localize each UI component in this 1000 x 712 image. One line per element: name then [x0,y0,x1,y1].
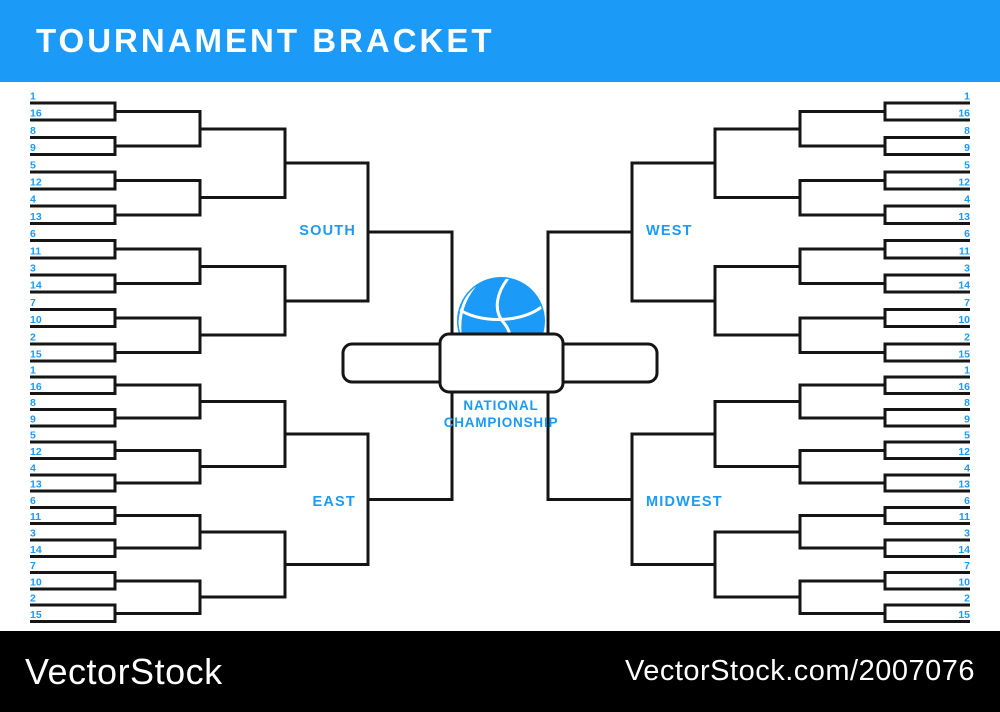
region-label-midwest: MIDWEST [646,494,723,510]
footer-bar: VectorStock VectorStock.com/2007076 [0,631,1000,712]
seed-number: 7 [964,560,970,572]
seed-number: 1 [30,91,36,103]
seed-number: 16 [30,381,42,393]
seed-number: 15 [30,609,42,621]
seed-number: 3 [30,263,36,275]
seed-number: 14 [30,544,42,556]
seed-number: 10 [958,576,970,588]
seed-number: 14 [958,544,970,556]
championship-boxes [341,332,659,394]
seed-number: 8 [964,397,970,409]
seed-number: 6 [964,495,970,507]
seed-number: 5 [964,430,970,442]
seed-number: 3 [964,528,970,540]
seed-number: 1 [964,91,970,103]
championship-label-line2: CHAMPIONSHIP [444,415,559,430]
seed-number: 14 [30,280,42,292]
seed-number: 16 [30,108,42,120]
region-label-east: EAST [313,494,356,510]
seed-number: 1 [30,365,36,377]
seed-number: 7 [964,297,970,309]
seed-number: 15 [30,349,42,361]
seed-number: 6 [30,495,36,507]
seed-number: 9 [964,413,970,425]
seed-number: 15 [958,349,970,361]
seed-number: 3 [964,263,970,275]
bracket-lines [30,101,970,623]
region-label-west: WEST [646,223,693,239]
seed-number: 11 [30,245,41,257]
seed-number: 4 [30,462,36,474]
header-bar: TOURNAMENT BRACKET [0,0,1000,82]
seed-number: 14 [958,280,970,292]
image-credit-url: VectorStock.com/2007076 [624,655,975,687]
championship-label-line1: NATIONAL [463,398,538,413]
champion-slot [438,332,565,394]
seed-number: 12 [958,177,970,189]
seed-number: 6 [30,228,36,240]
seed-number: 2 [964,331,970,343]
seed-number: 13 [30,211,42,223]
seed-numbers: 1168951241361131471021511689512413611314… [30,91,970,622]
seed-number: 11 [959,245,970,257]
seed-number: 16 [958,381,970,393]
seed-number: 2 [30,593,36,605]
seed-number: 12 [958,446,970,458]
seed-number: 5 [30,159,36,171]
seed-number: 9 [30,413,36,425]
seed-number: 2 [30,331,36,343]
seed-number: 7 [30,560,36,572]
seed-number: 2 [964,593,970,605]
page-title: TOURNAMENT BRACKET [36,22,495,59]
seed-number: 5 [964,159,970,171]
seed-number: 10 [30,314,42,326]
seed-number: 11 [959,511,970,523]
seed-number: 8 [30,125,36,137]
seed-number: 4 [964,194,970,206]
seed-number: 3 [30,528,36,540]
region-label-south: SOUTH [299,223,356,239]
seed-number: 4 [964,462,970,474]
seed-number: 15 [958,609,970,621]
seed-number: 12 [30,446,42,458]
seed-number: 8 [964,125,970,137]
seed-number: 12 [30,177,42,189]
seed-number: 9 [964,142,970,154]
seed-number: 10 [30,576,42,588]
seed-number: 8 [30,397,36,409]
seed-number: 4 [30,194,36,206]
seed-number: 5 [30,430,36,442]
brand-logo: VectorStock [25,650,223,692]
seed-number: 13 [958,211,970,223]
seed-number: 7 [30,297,36,309]
seed-number: 13 [30,479,42,491]
seed-number: 6 [964,228,970,240]
seed-number: 16 [958,108,970,120]
seed-number: 10 [958,314,970,326]
seed-number: 11 [30,511,41,523]
seed-number: 9 [30,142,36,154]
seed-number: 1 [964,365,970,377]
seed-number: 13 [958,479,970,491]
